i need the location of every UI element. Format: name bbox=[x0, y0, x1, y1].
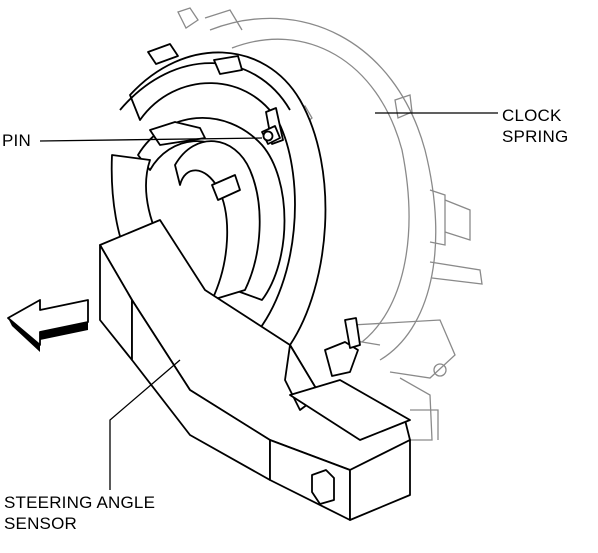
pin-label: PIN bbox=[2, 130, 31, 151]
steering-angle-sensor bbox=[99, 43, 411, 521]
sensor-leader bbox=[109, 359, 181, 490]
leader-lines bbox=[39, 112, 498, 490]
pin-label-text: PIN bbox=[2, 131, 31, 150]
clock-spring-label-line-2: SPRING bbox=[502, 127, 569, 146]
pin-leader bbox=[39, 137, 263, 142]
steering-angle-sensor-label-line-2: SENSOR bbox=[4, 514, 77, 533]
steering-angle-sensor-label: STEERING ANGLE SENSOR bbox=[4, 492, 155, 534]
clock-spring-label: CLOCK SPRING bbox=[502, 105, 568, 147]
direction-arrow bbox=[7, 299, 89, 352]
clock-spring-label-line-1: CLOCK bbox=[502, 106, 562, 125]
steering-angle-sensor-label-line-1: STEERING ANGLE bbox=[4, 493, 156, 512]
